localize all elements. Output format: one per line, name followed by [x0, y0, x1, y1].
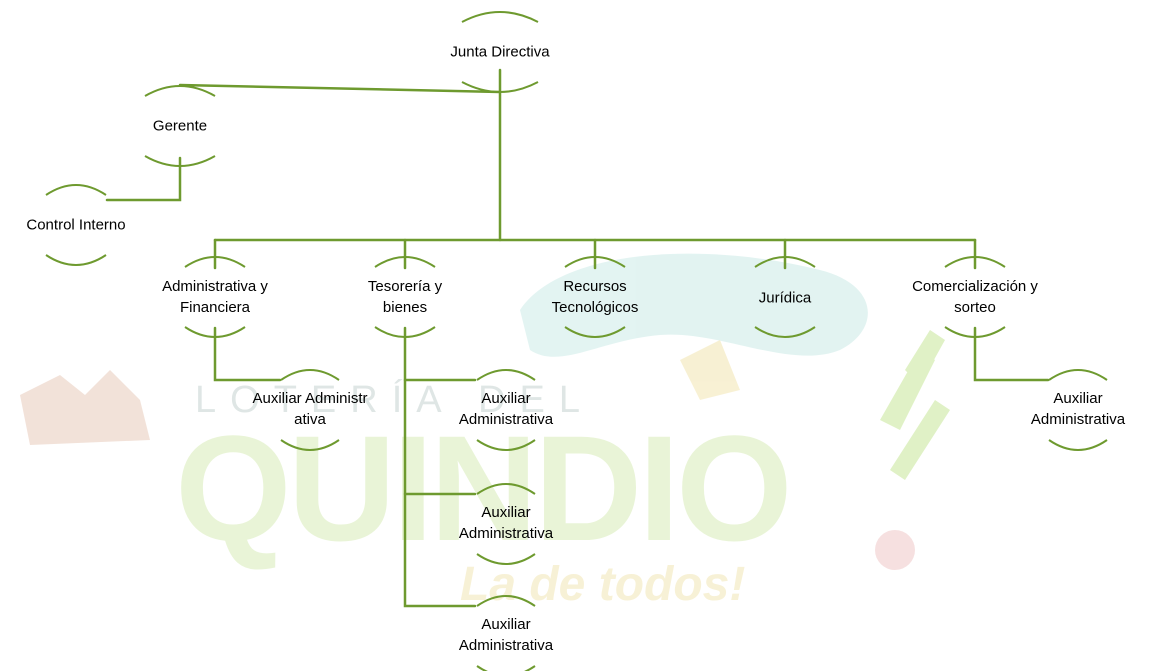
control-bottom-arc	[45, 254, 107, 266]
control-top-arc	[45, 184, 107, 196]
node-administrativa-financiera: Administrativa y Financiera	[162, 278, 268, 316]
node-auxiliar-administrativa-comercial: Auxiliar Administrativa	[1030, 390, 1126, 428]
connector-gerente-control	[105, 156, 182, 202]
watermark-quindio-text: QUINDIO	[175, 404, 789, 572]
aux-com-bottom-arc	[1048, 439, 1108, 451]
node-junta-directiva: Junta Directiva	[450, 43, 550, 61]
node-arcs	[45, 11, 1108, 671]
tesoreria-bottom-arc	[374, 326, 436, 338]
comercial-top-arc	[944, 256, 1006, 268]
watermark-slogan-text: La de todos!	[460, 558, 745, 611]
aux-tes-1-top-arc	[476, 369, 536, 381]
junta-bottom-arc	[461, 81, 539, 93]
admin-top-arc	[184, 256, 246, 268]
node-auxiliar-administrativa-tesoreria-3: Auxiliar Administrativa	[458, 616, 554, 654]
gerente-bottom-arc	[144, 155, 216, 167]
node-comercializacion-sorteo: Comercialización y sorteo	[912, 278, 1038, 316]
juridica-bottom-arc	[754, 326, 816, 338]
connector-comercial-aux	[973, 326, 1050, 382]
connector-tesoreria-trunk	[403, 326, 477, 608]
gerente-top-arc	[144, 85, 216, 97]
recursos-top-arc	[564, 256, 626, 268]
connector-junta-gerente	[178, 83, 502, 94]
watermark-loteria-text: LOTERÍA DEL	[195, 378, 594, 421]
watermark-checkmark-shape	[880, 330, 950, 480]
node-auxiliar-administrativa-admin: Auxiliar Administr ativa	[252, 390, 368, 428]
node-auxiliar-administrativa-tesoreria-2: Auxiliar Administrativa	[458, 504, 554, 542]
aux-com-top-arc	[1048, 369, 1108, 381]
tesoreria-top-arc	[374, 256, 436, 268]
watermark-bird-shape	[680, 340, 740, 400]
connector-admin-aux	[213, 326, 282, 382]
recursos-bottom-arc	[564, 326, 626, 338]
aux-tes-3-bottom-arc	[476, 665, 536, 671]
junta-top-arc	[461, 11, 539, 23]
aux-tes-1-bottom-arc	[476, 439, 536, 451]
connector-lines	[105, 68, 1050, 608]
watermark-swoosh-shape	[520, 253, 868, 357]
admin-bottom-arc	[184, 326, 246, 338]
node-gerente: Gerente	[152, 117, 208, 135]
aux-tes-2-bottom-arc	[476, 553, 536, 565]
node-tesoreria-bienes: Tesorería y bienes	[367, 278, 443, 316]
watermark-heart-shape	[875, 530, 915, 570]
aux-admin-bottom-arc	[280, 439, 340, 451]
node-control-interno: Control Interno	[26, 216, 126, 234]
aux-admin-top-arc	[280, 369, 340, 381]
node-juridica: Jurídica	[758, 289, 812, 307]
node-auxiliar-administrativa-tesoreria-1: Auxiliar Administrativa	[458, 390, 554, 428]
aux-tes-3-top-arc	[476, 595, 536, 607]
node-recursos-tecnologicos: Recursos Tecnológicos	[551, 278, 639, 316]
aux-tes-2-top-arc	[476, 483, 536, 495]
watermark-mountain-shape	[20, 370, 150, 445]
juridica-top-arc	[754, 256, 816, 268]
comercial-bottom-arc	[944, 326, 1006, 338]
